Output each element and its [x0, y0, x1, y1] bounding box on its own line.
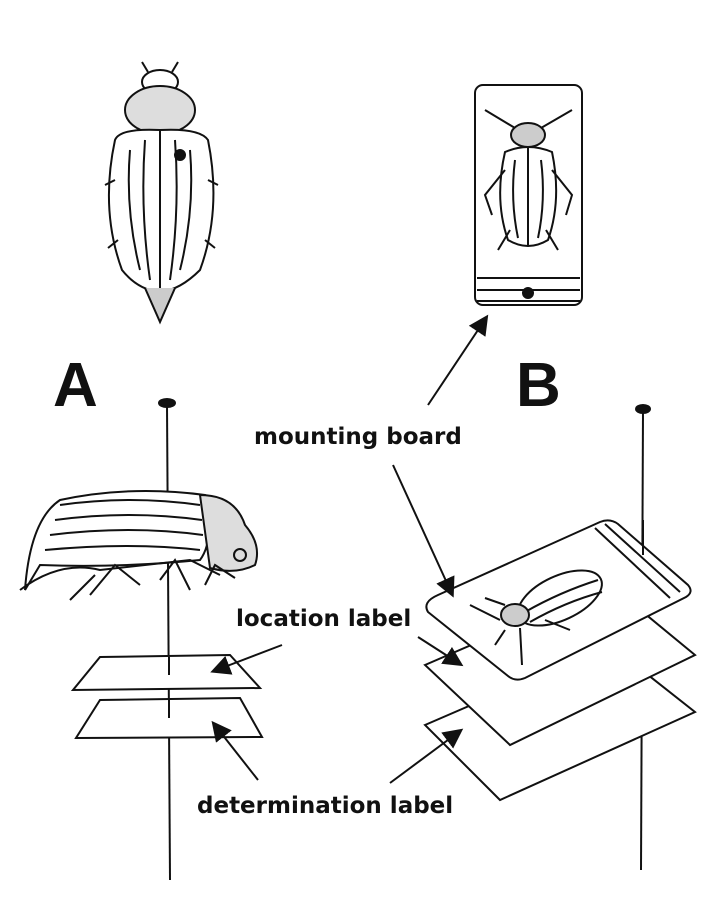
beetle-side-illustration	[19, 490, 258, 601]
arrow-location-b	[417, 636, 464, 667]
panel-a-letter: A	[53, 351, 98, 420]
mounting-board-label: mounting board	[254, 424, 462, 450]
arrow-mounting-board	[392, 464, 455, 598]
location-label-caption: location label	[236, 606, 412, 632]
arrow-location-a	[210, 644, 283, 675]
mounting-board-b	[425, 519, 692, 681]
pin-head-a	[158, 398, 176, 408]
panel-b-letter: B	[516, 351, 561, 420]
determination-label-caption: determination label	[197, 793, 454, 819]
pin-a	[166, 404, 171, 881]
arrow-determination-b	[389, 728, 464, 784]
arrow-to-card	[427, 314, 489, 406]
arrow-determination-a	[211, 720, 259, 781]
mounted-specimen-card	[474, 84, 583, 306]
beetle-dorsal-illustration	[104, 61, 219, 325]
pin-head-b	[635, 404, 651, 414]
location-label-a	[70, 653, 263, 692]
